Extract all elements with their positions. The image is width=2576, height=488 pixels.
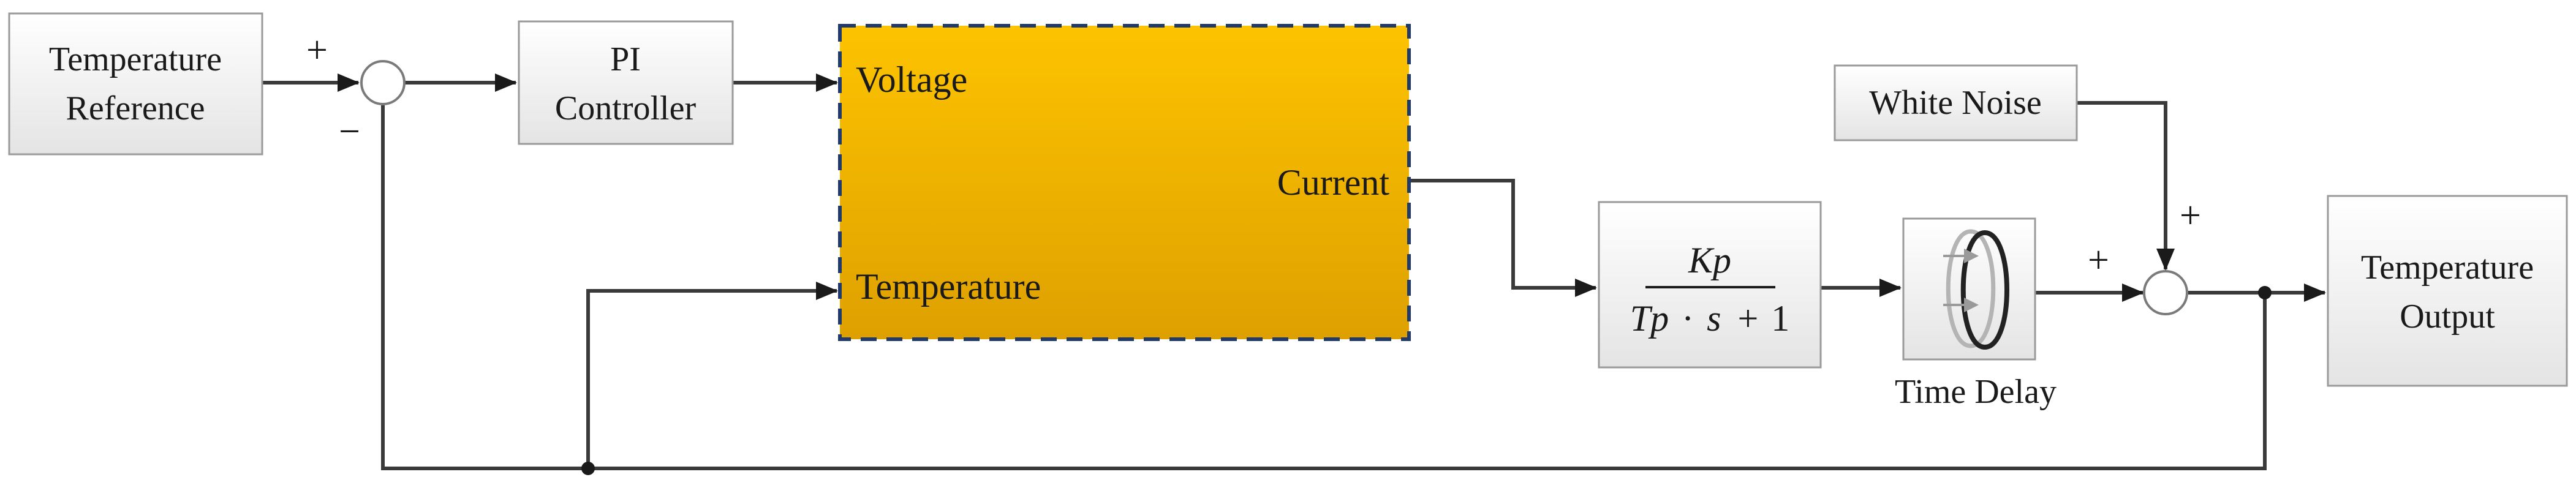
sum1-plus-sign: + bbox=[306, 29, 328, 71]
port-voltage-label: Voltage bbox=[856, 59, 967, 100]
pi-controller-line1: PI bbox=[610, 40, 641, 78]
feedback-junction-right bbox=[2258, 286, 2272, 299]
noise-to-sum2 bbox=[2077, 101, 2175, 271]
plant-subsystem-block[interactable]: Voltage Temperature Current bbox=[838, 24, 1411, 341]
tf-denominator: Tp · s + 1 bbox=[1630, 298, 1790, 339]
tf-den-s: s bbox=[1707, 298, 1721, 339]
temperature-output-block[interactable]: Temperature Output bbox=[2327, 195, 2568, 387]
port-temperature-label: Temperature bbox=[856, 266, 1041, 307]
feedback-junction-left bbox=[581, 462, 595, 475]
current-to-tf bbox=[1409, 179, 1597, 297]
temperature-reference-line2: Reference bbox=[66, 89, 205, 127]
pi-controller-line2: Controller bbox=[555, 89, 697, 127]
temperature-reference-block[interactable]: Temperature Reference bbox=[8, 12, 263, 156]
feedback-path bbox=[381, 105, 2267, 470]
sum-junction-2[interactable] bbox=[2143, 270, 2188, 315]
temperature-output-line1: Temperature bbox=[2361, 249, 2534, 287]
white-noise-label: White Noise bbox=[1869, 84, 2041, 122]
pi-controller-block[interactable]: PI Controller bbox=[518, 20, 734, 145]
tf-den-one: 1 bbox=[1771, 298, 1789, 339]
sum2-plus-left-sign: + bbox=[2088, 239, 2109, 281]
tf-numerator: Kp bbox=[1688, 240, 1731, 280]
time-delay-icon bbox=[1943, 229, 2009, 350]
white-noise-block[interactable]: White Noise bbox=[1834, 64, 2078, 141]
tf-den-tp: Tp bbox=[1630, 298, 1669, 339]
sum1-minus-sign: − bbox=[339, 111, 360, 152]
port-current-label: Current bbox=[1277, 162, 1390, 203]
tf-den-plus: + bbox=[1737, 298, 1758, 339]
sum-junction-1[interactable] bbox=[360, 60, 406, 105]
temperature-feedback bbox=[586, 282, 838, 468]
time-delay-block[interactable] bbox=[1902, 217, 2036, 361]
sum2-plus-top-sign: + bbox=[2180, 195, 2201, 236]
temperature-reference-line1: Temperature bbox=[49, 40, 222, 78]
time-delay-label: Time Delay bbox=[1895, 373, 2057, 411]
transfer-function-block[interactable]: Kp Tp · s + 1 bbox=[1598, 201, 1822, 369]
signal-lines bbox=[262, 73, 2326, 475]
temperature-output-line2: Output bbox=[2400, 298, 2495, 336]
tf-den-dot: · bbox=[1682, 298, 1694, 339]
